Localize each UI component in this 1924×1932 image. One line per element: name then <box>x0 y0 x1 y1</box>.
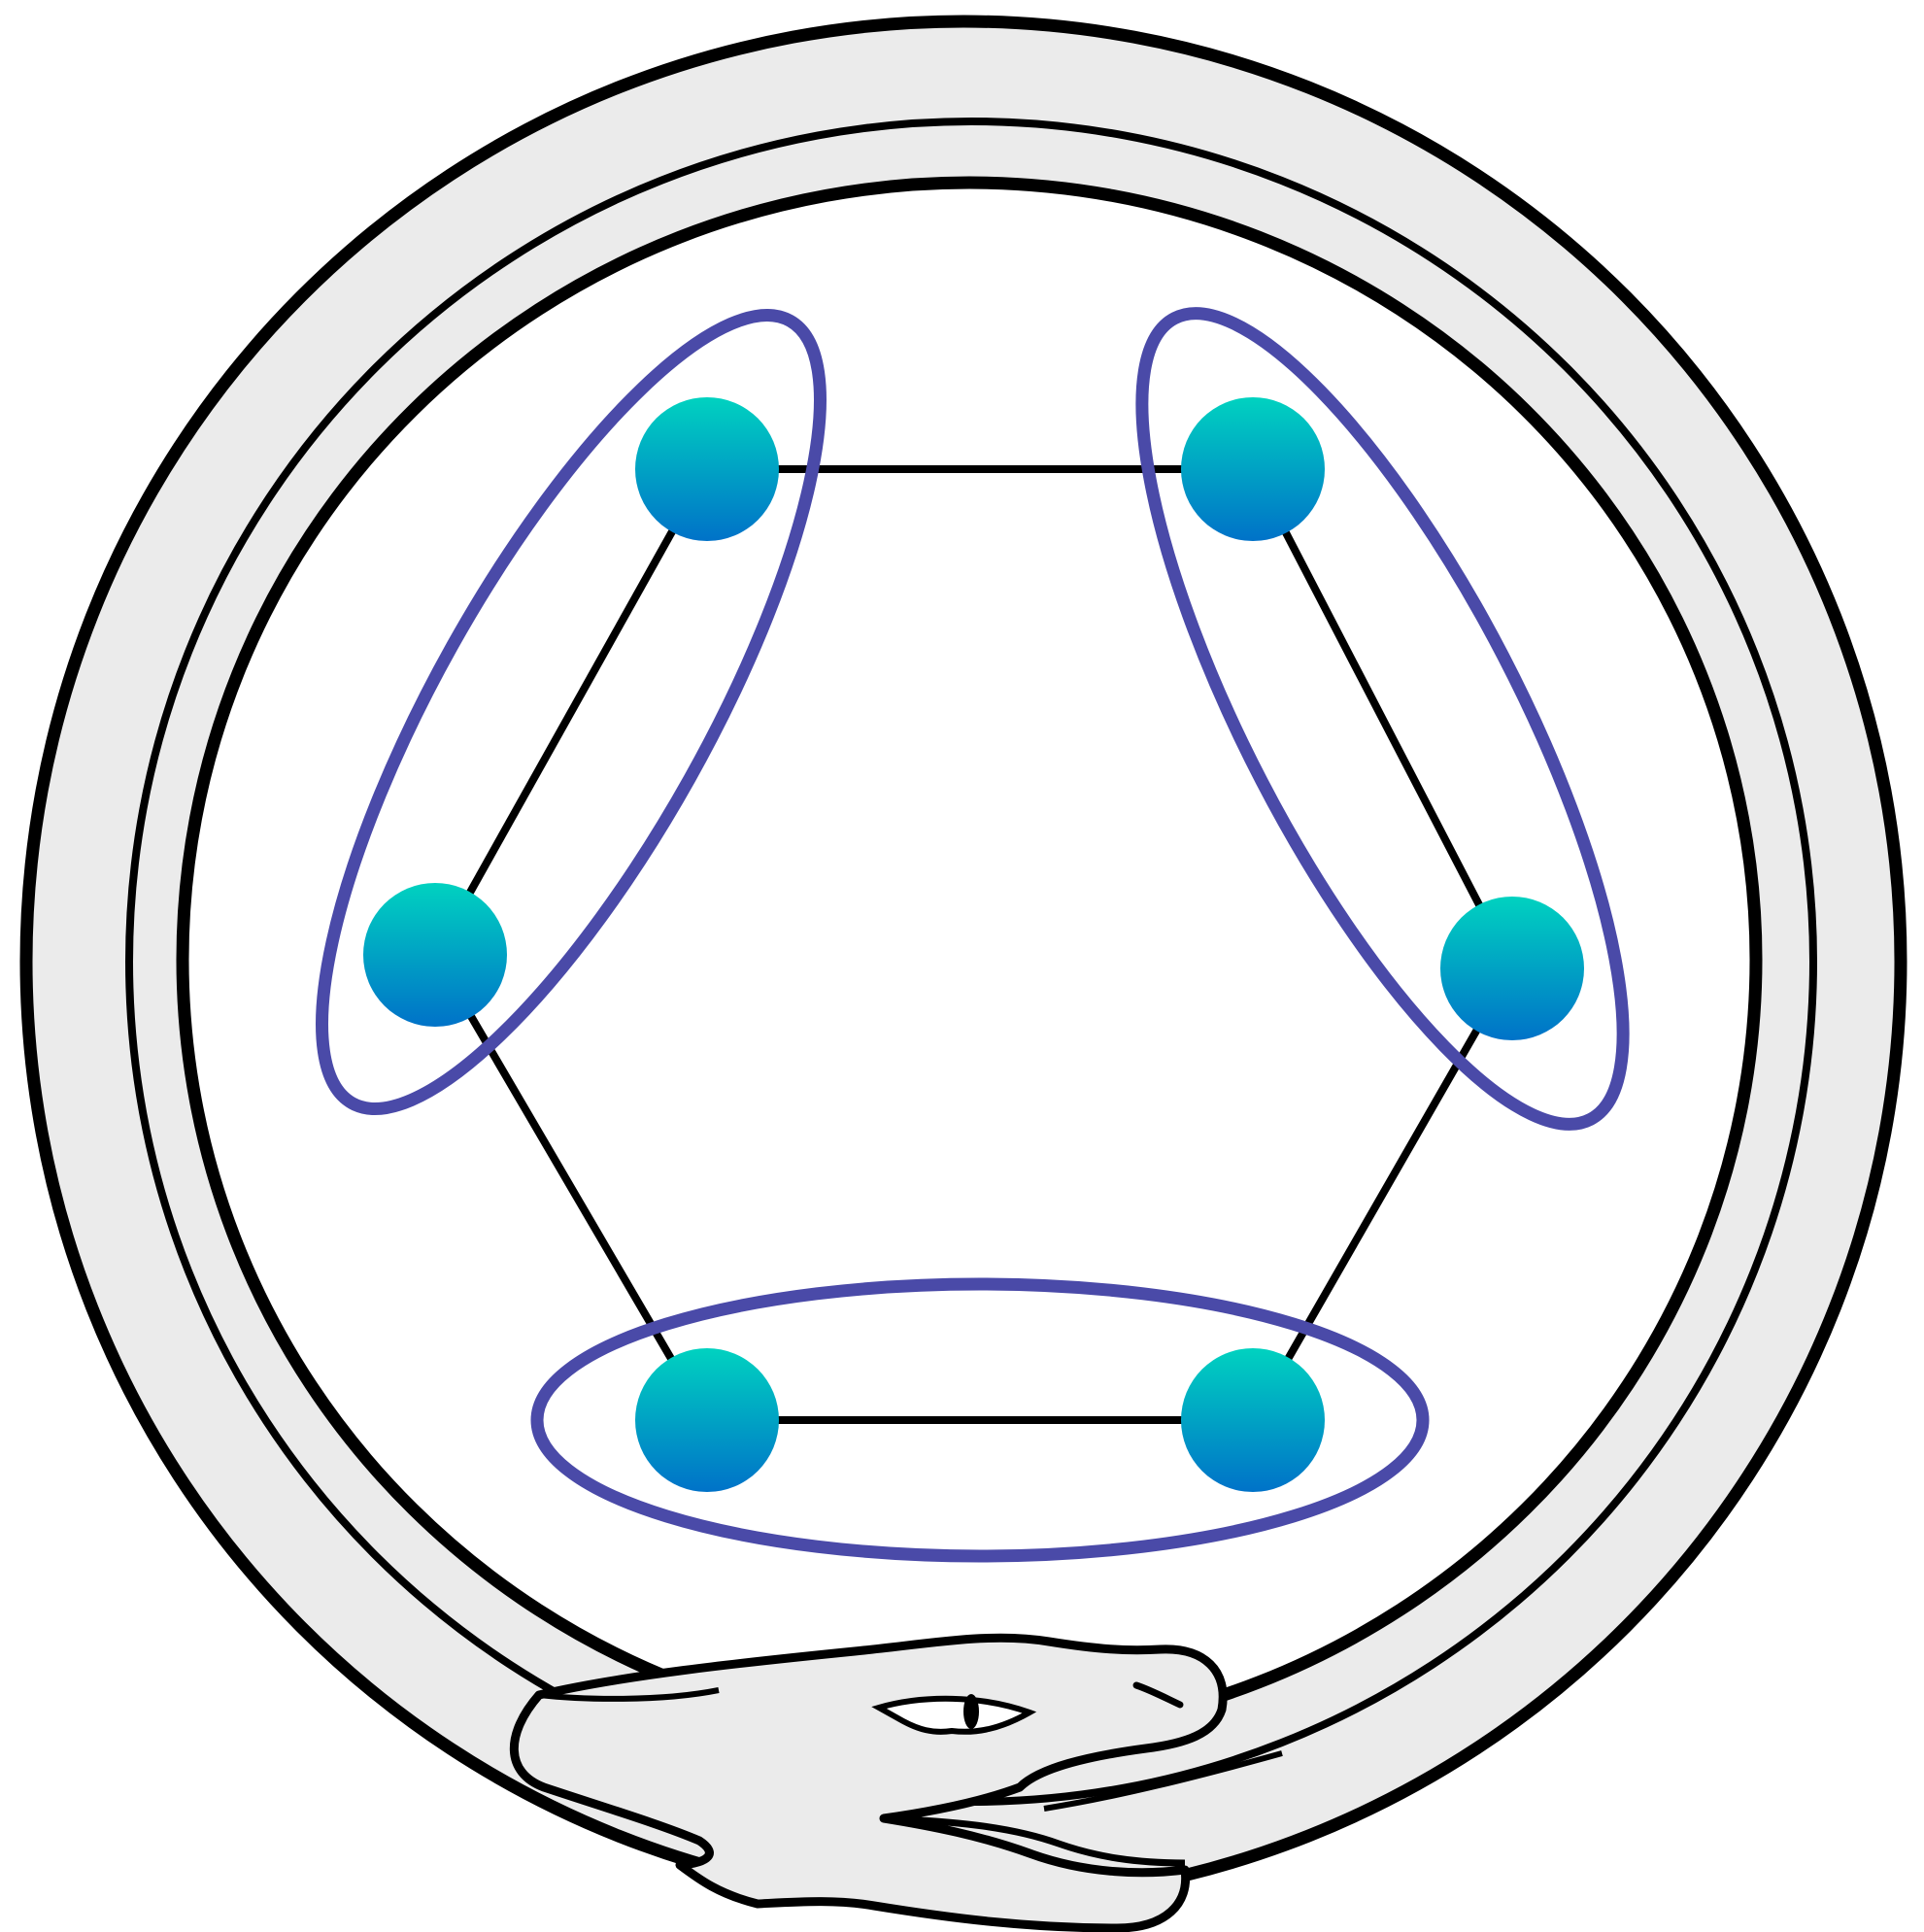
circle-node-icon <box>635 397 779 541</box>
serpent-head <box>514 1638 1282 1928</box>
circle-node-icon <box>1181 397 1325 541</box>
circle-node-icon <box>635 1348 779 1492</box>
circle-node-icon <box>363 883 507 1027</box>
circle-node-icon <box>1440 897 1584 1040</box>
circle-node-icon <box>1181 1348 1325 1492</box>
